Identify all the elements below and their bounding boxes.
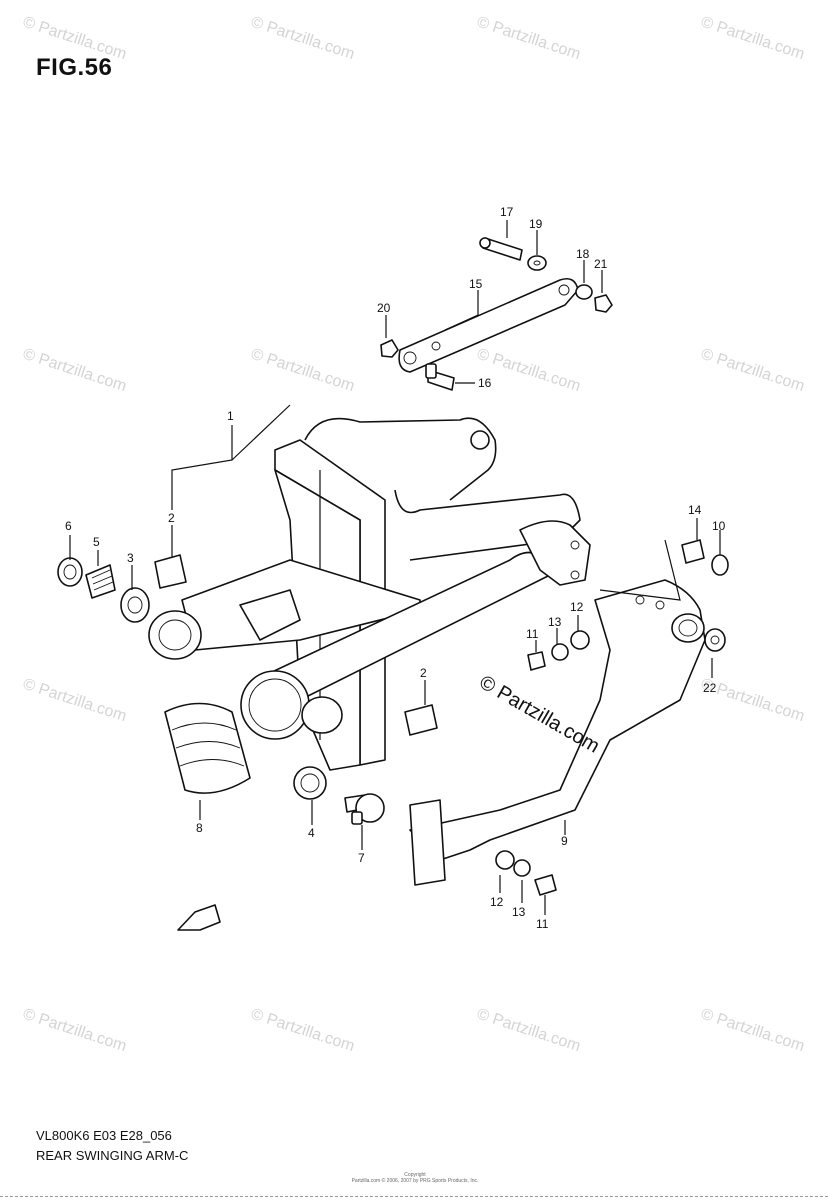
watermark-text: © Partzilla.com [21,14,129,63]
swingarm-body [148,417,591,771]
callout-11: 11 [536,917,549,931]
watermark-text: © Partzilla.com [699,1006,807,1055]
callout-8: 8 [196,821,203,835]
model-code: VL800K6 E03 E28_056 [36,1128,172,1143]
callout-4: 4 [308,826,315,840]
callout-22: 22 [703,681,717,695]
callout-9: 9 [561,834,568,848]
torque-link-assembly [380,237,613,391]
watermark-text: © Partzilla.com [249,1006,357,1055]
watermark-text: © Partzilla.com [699,346,807,395]
center-watermark: © Partzilla.com [476,671,604,757]
callout-3: 3 [127,551,134,565]
callout-11: 11 [526,627,539,641]
leader-lines [69,220,721,915]
watermark-text: © Partzilla.com [249,346,357,395]
callout-10: 10 [712,519,726,533]
callout-2: 2 [168,511,175,525]
callout-17: 17 [500,205,514,219]
callout-21: 21 [594,257,608,271]
page-border [0,1196,828,1197]
watermark-text: © Partzilla.com [699,14,807,63]
callout-20: 20 [377,301,391,315]
callout-5: 5 [93,535,100,549]
callout-15: 15 [469,277,483,291]
figure-title: FIG.56 [36,54,113,81]
callout-6: 6 [65,519,72,533]
hardware-parts [57,539,729,896]
callout-2: 2 [420,666,427,680]
watermark-text: © Partzilla.com [475,14,583,63]
assembly-name: REAR SWINGING ARM-C [36,1148,189,1163]
callout-numbers: 1 2 6 5 3 2 8 4 7 9 14 10 12 13 11 22 12… [65,205,726,931]
watermark-text: © Partzilla.com [249,14,357,63]
callout-18: 18 [576,247,590,261]
watermark-text: © Partzilla.com [475,1006,583,1055]
copyright-notice: Copyright Partzilla.com © 2006, 2007 by … [330,1172,500,1184]
watermark-text: © Partzilla.com [21,1006,129,1055]
callout-12: 12 [490,895,504,909]
callout-13: 13 [548,615,562,629]
callout-1: 1 [227,409,234,423]
copyright-line: Copyright [404,1172,426,1178]
fwd-arrow-icon: FWD [177,904,221,931]
callout-14: 14 [688,503,702,517]
watermark-text: © Partzilla.com [21,346,129,395]
callout-7: 7 [358,851,365,865]
callout-12: 12 [570,600,584,614]
callout-19: 19 [529,217,543,231]
watermark-text: © Partzilla.com [21,676,129,725]
callout-16: 16 [478,376,492,390]
callout-13: 13 [512,905,526,919]
copyright-line: Partzilla.com © 2006, 2007 by PRG Sports… [351,1178,479,1184]
